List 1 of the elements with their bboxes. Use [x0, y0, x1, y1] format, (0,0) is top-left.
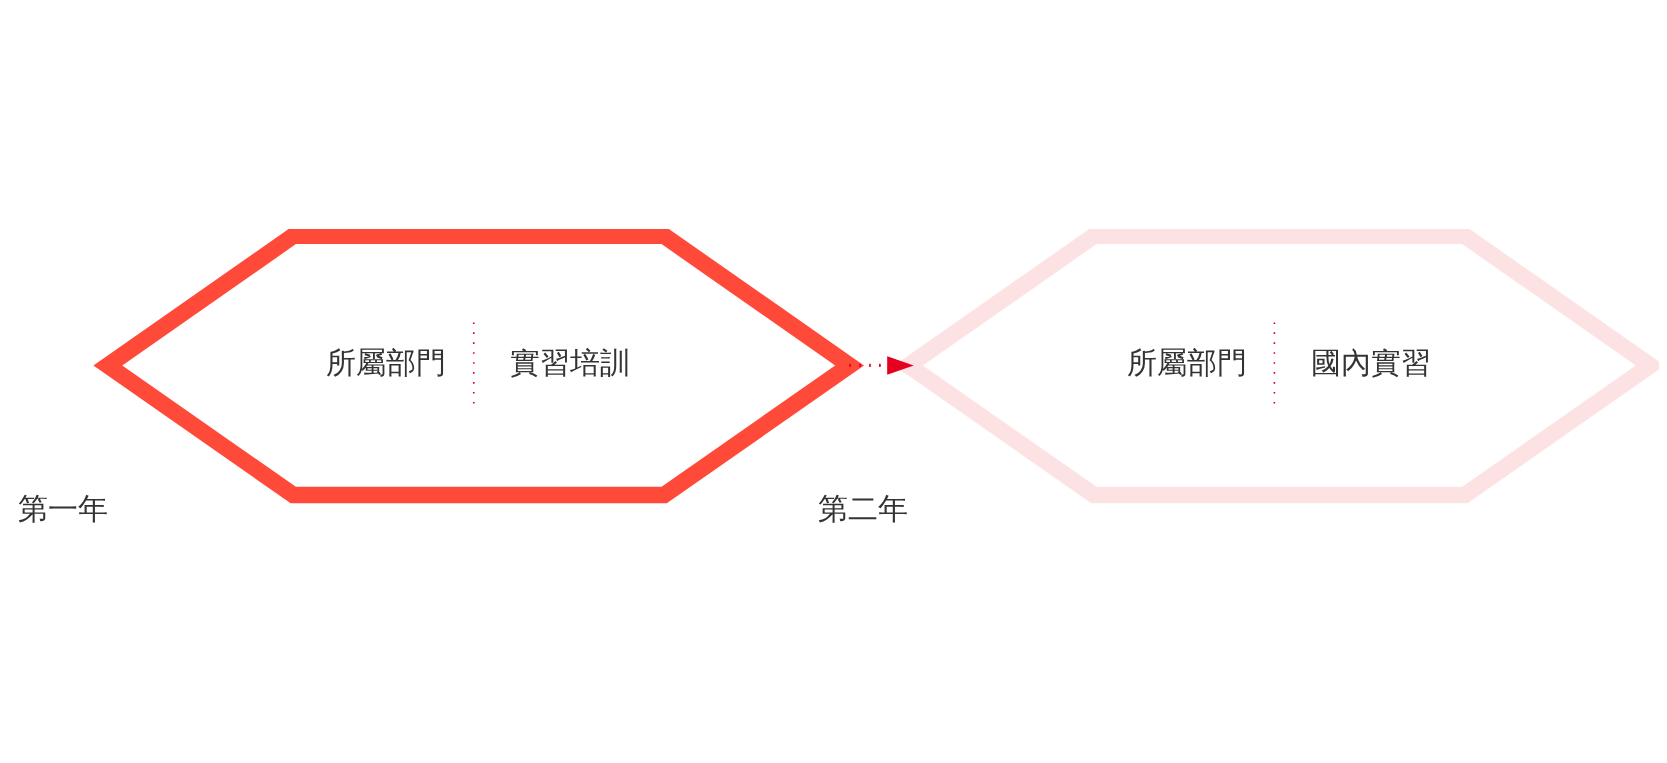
arrow: [849, 355, 914, 375]
